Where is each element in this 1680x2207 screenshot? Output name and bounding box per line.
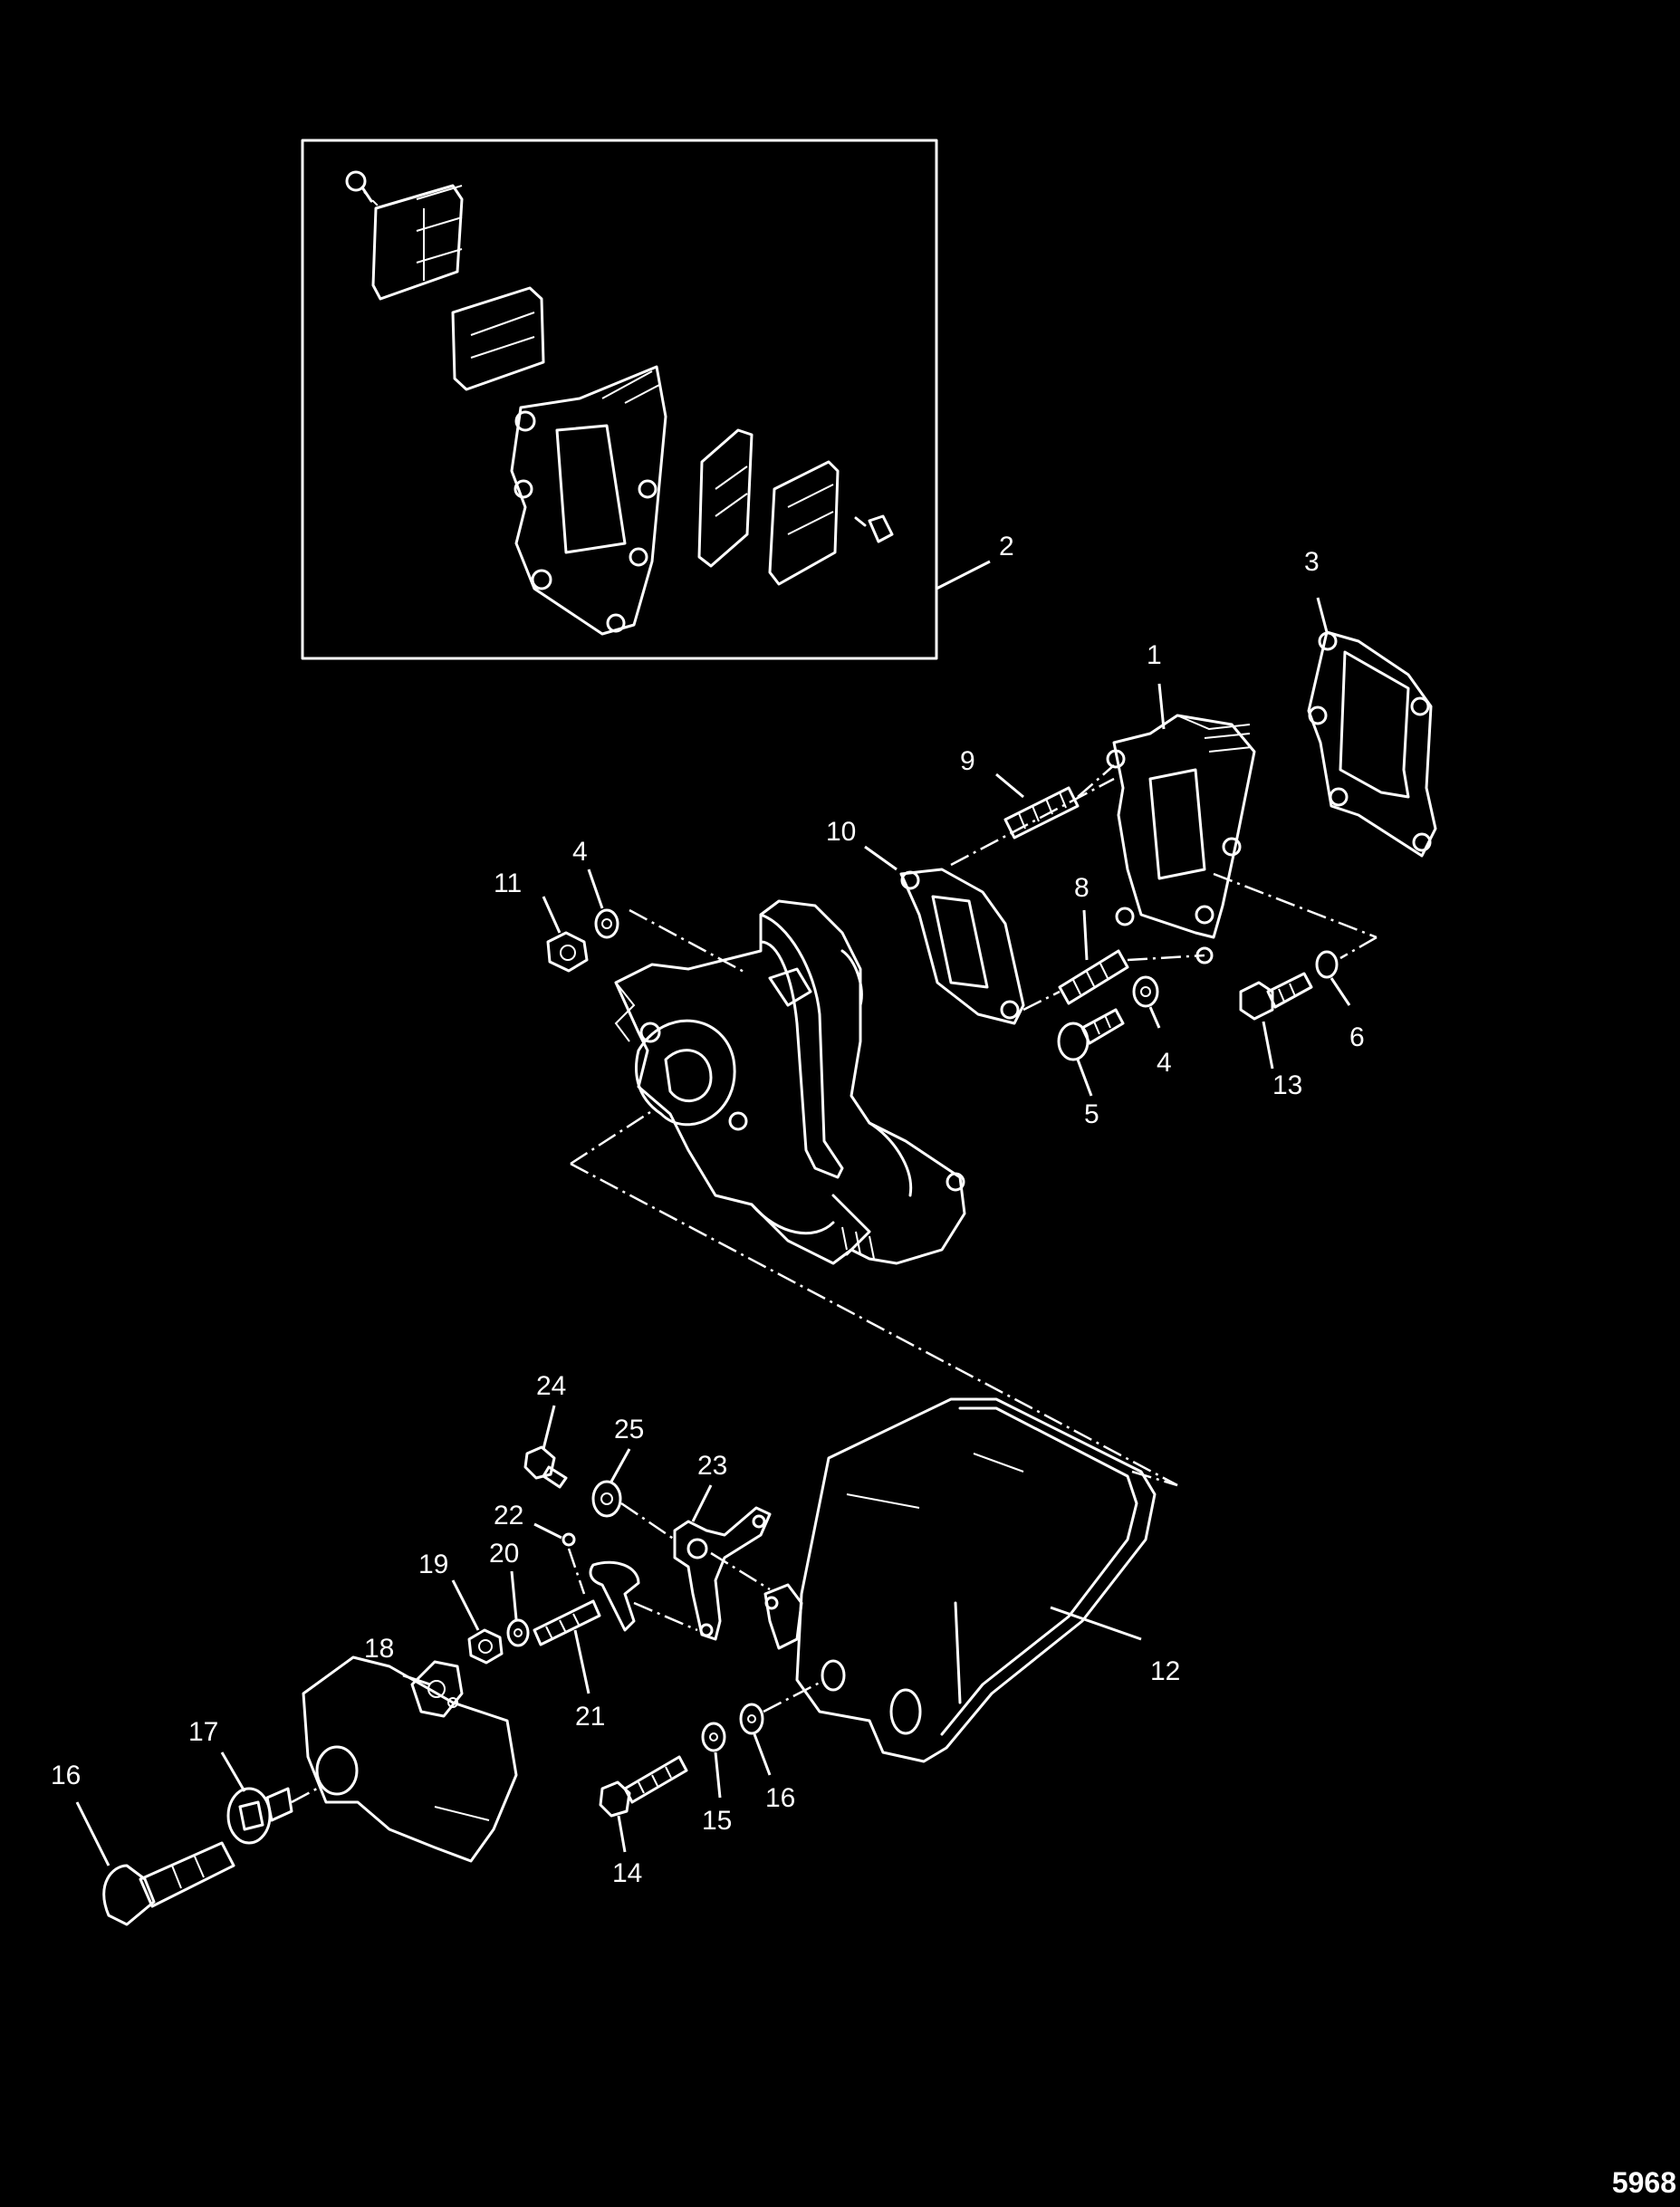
reed-block-kit-inset — [301, 139, 938, 660]
bolt-part — [1057, 1008, 1125, 1061]
link-rod-part — [589, 1560, 640, 1632]
stud-part — [533, 1599, 601, 1646]
callout-label: 4 — [1157, 1048, 1172, 1078]
callout-label: 25 — [614, 1415, 644, 1444]
washer-part — [701, 1722, 726, 1752]
washer-part — [506, 1618, 530, 1647]
callout-label: 23 — [697, 1451, 727, 1481]
callout-label: 5 — [1084, 1099, 1099, 1129]
figure-number: 5968 — [1611, 2166, 1676, 2199]
callout-label: 19 — [418, 1550, 448, 1579]
callout-label: 17 — [188, 1717, 218, 1747]
intake-cover-part — [795, 1397, 1157, 1763]
screw-part — [599, 1755, 688, 1818]
reed-stop-part — [371, 184, 464, 301]
callout-label: 13 — [1272, 1070, 1302, 1100]
callout-label: 18 — [364, 1634, 394, 1664]
callout-label: 22 — [494, 1501, 523, 1531]
callout-label: 21 — [575, 1702, 605, 1732]
callout-label: 10 — [826, 817, 856, 847]
intake-manifold-part — [614, 899, 966, 1265]
callout-label: 16 — [765, 1783, 795, 1813]
reed-block-part — [510, 365, 667, 636]
grommet-part — [226, 1787, 293, 1845]
callout-label: 20 — [489, 1539, 519, 1569]
clip-part — [562, 1532, 576, 1547]
choke-bracket-part — [410, 1660, 464, 1718]
gasket-part — [1307, 630, 1437, 858]
callout-label: 4 — [572, 837, 588, 867]
lock-washer-part — [1315, 950, 1339, 979]
callout-label: 14 — [612, 1858, 642, 1888]
callout-label: 24 — [536, 1371, 566, 1401]
washer-part — [1132, 975, 1159, 1008]
screw-part — [854, 514, 894, 543]
callout-label: 8 — [1074, 873, 1090, 903]
callout-label: 16 — [51, 1761, 81, 1790]
reed-stop-part — [768, 460, 840, 586]
callout-label: 15 — [702, 1806, 732, 1836]
washer-part — [594, 908, 619, 939]
callout-label: 11 — [494, 868, 522, 898]
callout-label: 9 — [960, 746, 975, 776]
stud-part — [1003, 786, 1080, 840]
callout-label: 12 — [1150, 1656, 1180, 1686]
choke-knob-part — [102, 1841, 235, 1926]
gasket-part — [899, 868, 1025, 1025]
callout-label: 1 — [1147, 640, 1162, 670]
screw-part — [523, 1445, 568, 1489]
washer-part — [739, 1703, 764, 1735]
nut-part — [546, 931, 589, 973]
throttle-lever-part — [673, 1506, 772, 1641]
nut-part — [467, 1628, 504, 1665]
reed-petal-part — [697, 428, 754, 568]
reed-block-assembly-part — [1106, 714, 1256, 964]
callout-label: 6 — [1349, 1022, 1365, 1052]
callout-label: 3 — [1304, 547, 1320, 577]
cowl-panel-part — [302, 1655, 518, 1863]
bolt-part — [1239, 972, 1313, 1021]
callout-label: 2 — [999, 532, 1014, 561]
reed-petal-part — [451, 286, 545, 391]
stud-part — [1058, 949, 1129, 1005]
washer-part — [591, 1480, 622, 1518]
clip-part — [763, 1583, 803, 1650]
